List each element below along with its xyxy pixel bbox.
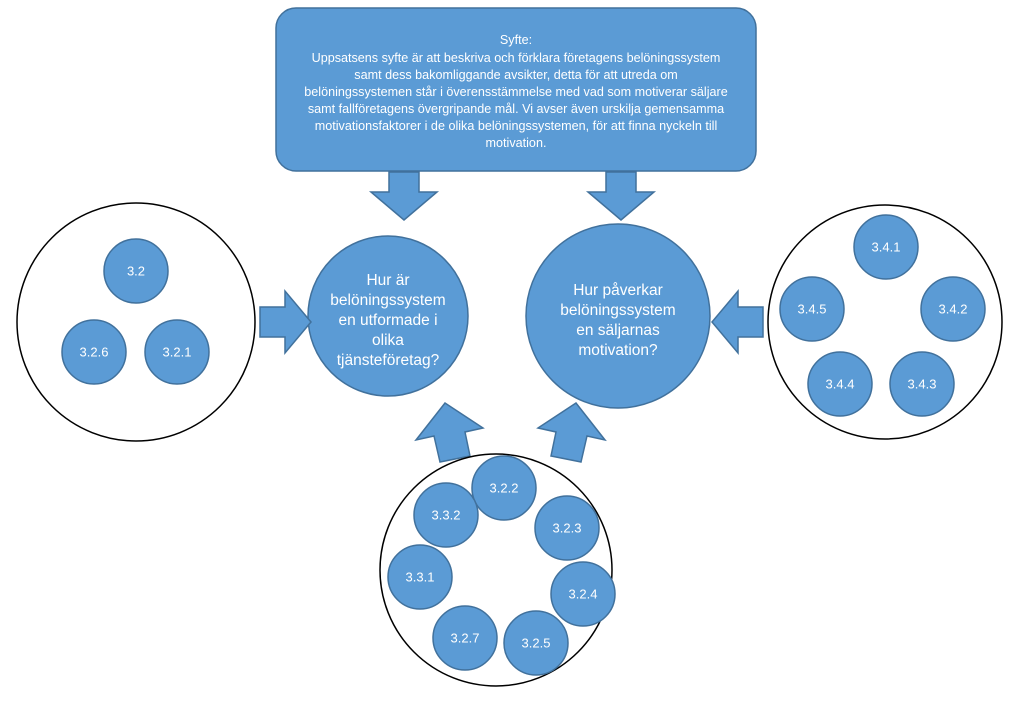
node: 3.2.4 xyxy=(550,561,616,627)
node-label: 3.2.3 xyxy=(553,520,582,535)
node-label: 3.2.1 xyxy=(163,344,192,359)
node: 3.4.3 xyxy=(889,351,955,417)
purpose-line: Uppsatsens syfte är att beskriva och för… xyxy=(312,51,721,65)
node-label: 3.3.2 xyxy=(432,507,461,522)
node: 3.3.2 xyxy=(413,482,479,548)
group-circle-left xyxy=(16,202,256,442)
arrow-right-from-left-group xyxy=(259,288,312,356)
node-label: 3.4.2 xyxy=(939,301,968,316)
node-label: 3.2 xyxy=(127,263,145,278)
node: 3.2.2 xyxy=(471,455,537,521)
question-right-line: belöningssystem xyxy=(560,302,675,319)
node: 3.2 xyxy=(103,238,169,304)
arrow-up-left xyxy=(414,401,485,463)
node: 3.2.1 xyxy=(144,319,210,385)
question-left-line: tjänsteföretag? xyxy=(337,352,440,369)
node-label: 3.2.4 xyxy=(569,586,598,601)
purpose-line: motivation. xyxy=(486,136,547,150)
purpose-line: motivationsfaktorer i de olika belönings… xyxy=(315,119,718,133)
arrow-down-left xyxy=(368,171,440,221)
node: 3.2.6 xyxy=(61,319,127,385)
purpose-line: belöningssystemen står i överensstämmels… xyxy=(304,85,727,99)
question-right-line: motivation? xyxy=(578,342,658,359)
question-left-line: Hur är xyxy=(366,272,409,289)
arrow-down-right xyxy=(585,171,657,221)
purpose-title: Syfte: xyxy=(500,33,532,47)
node-label: 3.4.4 xyxy=(826,376,855,391)
question-circle-right xyxy=(525,223,711,409)
node-label: 3.2.7 xyxy=(451,630,480,645)
node-label: 3.4.5 xyxy=(798,301,827,316)
node-label: 3.2.6 xyxy=(80,344,109,359)
question-left-line: belöningssystem xyxy=(330,292,445,309)
node: 3.2.7 xyxy=(432,605,498,671)
node-label: 3.2.2 xyxy=(490,480,519,495)
purpose-line: samt dess bakomliggande avsikter, detta … xyxy=(354,68,677,82)
question-right-line: Hur påverkar xyxy=(573,282,663,299)
arrow-up-right xyxy=(536,401,607,463)
question-left-line: en utformade i xyxy=(338,312,437,329)
arrow-left-from-right-group xyxy=(711,288,764,356)
question-left-line: olika xyxy=(372,332,404,349)
purpose-box xyxy=(275,7,757,172)
node-label: 3.4.3 xyxy=(908,376,937,391)
node: 3.2.3 xyxy=(534,495,600,561)
node-label: 3.2.5 xyxy=(522,635,551,650)
question-circle-left xyxy=(307,235,469,397)
node: 3.4.4 xyxy=(807,351,873,417)
node: 3.4.1 xyxy=(853,214,919,280)
question-right-line: en säljarnas xyxy=(576,322,660,339)
node: 3.4.2 xyxy=(920,276,986,342)
node: 3.3.1 xyxy=(387,544,453,610)
node: 3.4.5 xyxy=(779,276,845,342)
node-label: 3.4.1 xyxy=(872,239,901,254)
purpose-line: samt fallföretagens övergripande mål. Vi… xyxy=(308,102,724,116)
node-label: 3.3.1 xyxy=(406,569,435,584)
node: 3.2.5 xyxy=(503,610,569,676)
